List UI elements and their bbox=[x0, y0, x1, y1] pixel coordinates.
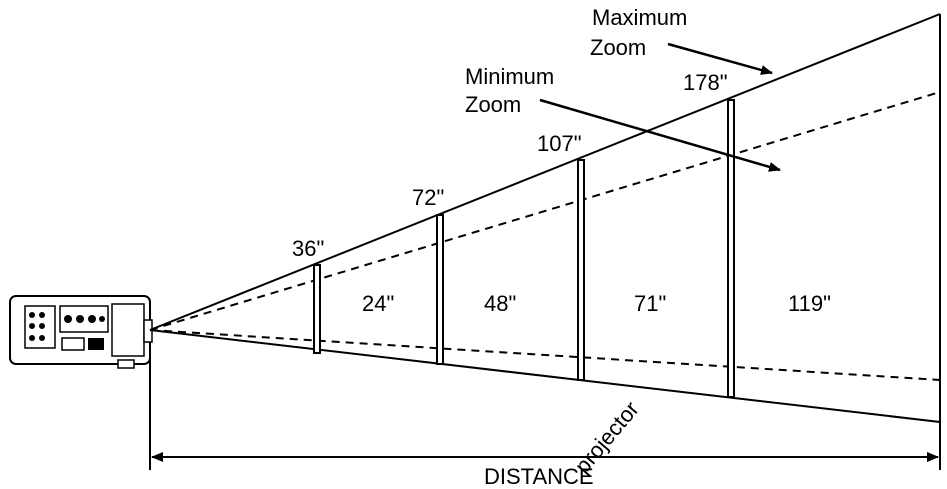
max-zoom-lower-edge bbox=[149, 329, 941, 423]
minimum-zoom-label: Minimum bbox=[465, 64, 554, 89]
screen-178 bbox=[727, 99, 735, 398]
distance-title: DISTANCE bbox=[484, 464, 594, 489]
min-zoom-upper-edge bbox=[149, 91, 941, 331]
screen-size-label: 107" bbox=[537, 131, 582, 156]
distance-label: 71" bbox=[634, 291, 666, 316]
projector-rear-icon bbox=[9, 295, 153, 369]
screen-size-label: 36" bbox=[292, 236, 324, 261]
maximum-zoom-arrow bbox=[667, 42, 773, 75]
distance-label: 119" bbox=[788, 291, 831, 316]
distance-label: 48" bbox=[484, 291, 516, 316]
screen-size-label: 72" bbox=[412, 185, 444, 210]
screen-72 bbox=[436, 214, 444, 365]
min-zoom-lower-edge bbox=[149, 329, 941, 381]
screen-size-label: 178" bbox=[683, 70, 728, 95]
maximum-zoom-label: Zoom bbox=[590, 35, 646, 60]
screen-36 bbox=[313, 264, 321, 354]
screen-107 bbox=[577, 159, 585, 381]
max-zoom-upper-edge bbox=[149, 13, 941, 331]
minimum-zoom-arrow bbox=[539, 98, 781, 172]
distance-label: 24" bbox=[362, 291, 394, 316]
maximum-zoom-label: Maximum bbox=[592, 5, 687, 30]
minimum-zoom-label: Zoom bbox=[465, 92, 521, 117]
